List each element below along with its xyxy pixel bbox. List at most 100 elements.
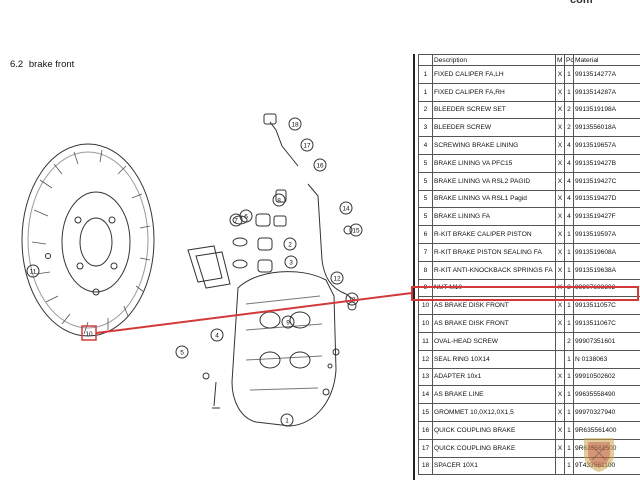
table-header-row: Description M Pc. Material xyxy=(418,54,640,66)
row-m: X xyxy=(555,420,565,440)
row-description: GROMMET 10,0X12,0X1,5 xyxy=(432,403,556,422)
row-pc: 2 xyxy=(564,331,574,351)
row-number: 18 xyxy=(418,456,433,476)
row-m xyxy=(555,331,565,351)
row-m: X xyxy=(555,118,565,138)
callout-15-label: 15 xyxy=(352,228,360,235)
col-header-description: Description xyxy=(432,54,556,66)
callout-5 xyxy=(175,345,189,359)
row-pc: 1 xyxy=(564,438,574,458)
callout-15 xyxy=(349,223,363,237)
row-description: BLEEDER SCREW xyxy=(432,118,556,138)
row-material: 9913514277A xyxy=(573,65,640,84)
row-material: 9913514287A xyxy=(573,82,640,102)
row-material: 99970327940 xyxy=(573,403,640,422)
callout-16-label: 16 xyxy=(316,163,324,170)
top-text-fragment: com xyxy=(570,0,593,6)
row-description: AS BRAKE DISK FRONT xyxy=(432,314,556,333)
callout-12 xyxy=(330,271,344,285)
row-m: X xyxy=(555,296,565,316)
row-pc: 1 xyxy=(564,296,574,316)
row-m: X xyxy=(555,207,565,227)
row-description: QUICK COUPLING BRAKE xyxy=(432,420,556,440)
row-number: 7 xyxy=(418,242,433,262)
row-number: 4 xyxy=(418,136,433,155)
row-number: 11 xyxy=(418,331,433,351)
row-number: 10 xyxy=(418,296,433,316)
row-material: 9913519427D xyxy=(573,189,640,209)
row-pc: 4 xyxy=(564,153,574,173)
callout-3-label: 3 xyxy=(289,260,293,267)
row-pc: 2 xyxy=(564,278,574,298)
row-material: 9913519638A xyxy=(573,260,640,280)
row-material: 9913519427C xyxy=(573,171,640,191)
row-m: X xyxy=(555,82,565,102)
row-material: 9913519427B xyxy=(573,153,640,173)
row-description: BRAKE LINING VA PFC15 xyxy=(432,153,556,173)
row-m: X xyxy=(555,385,565,405)
row-material: 9913511067C xyxy=(573,314,640,333)
row-m: X xyxy=(555,403,565,422)
callout-8-label: 8 xyxy=(277,198,281,205)
row-number: 5 xyxy=(418,189,433,209)
col-header-m: M xyxy=(555,54,565,66)
row-m: X xyxy=(555,367,565,387)
callout-2 xyxy=(283,237,297,251)
row-pc: 1 xyxy=(564,314,574,333)
callout-14 xyxy=(339,201,353,215)
col-header-number xyxy=(418,54,433,66)
row-material: 9913519657A xyxy=(573,136,640,155)
row-pc: 1 xyxy=(564,260,574,280)
row-m: X xyxy=(555,314,565,333)
exploded-diagram: 18 17 16 15 14 13 12 11 9 8 7 6 5 xyxy=(0,70,412,480)
row-m: X xyxy=(555,225,565,244)
row-m: X xyxy=(555,242,565,262)
row-description: R-KIT BRAKE PISTON SEALING FA xyxy=(432,242,556,262)
row-description: AS BRAKE LINE xyxy=(432,385,556,405)
row-number: 13 xyxy=(418,367,433,387)
row-pc: 4 xyxy=(564,207,574,227)
row-description: QUICK COUPLING BRAKE xyxy=(432,438,556,458)
brake-disc xyxy=(21,143,155,337)
callout-13-label: 13 xyxy=(348,297,356,304)
row-number: 5 xyxy=(418,171,433,191)
row-number: 3 xyxy=(418,118,433,138)
callout-18 xyxy=(288,117,302,131)
callout-1 xyxy=(280,413,294,427)
row-number: 1 xyxy=(418,82,433,102)
row-number: 2 xyxy=(418,100,433,120)
row-description: ADAPTER 10x1 xyxy=(432,367,556,387)
row-m: X xyxy=(555,260,565,280)
section-title: 6.2 brake front xyxy=(10,59,74,70)
row-pc: 1 xyxy=(564,242,574,262)
row-pc: 2 xyxy=(564,100,574,120)
row-pc: 1 xyxy=(564,367,574,387)
row-description: R-KIT ANTI-KNOCKBACK SPRINGS FA xyxy=(432,260,556,280)
row-material: 99635558490 xyxy=(573,385,640,405)
callout-1-label: 1 xyxy=(285,418,289,425)
row-description: AS BRAKE DISK FRONT xyxy=(432,296,556,316)
row-m: X xyxy=(555,278,565,298)
row-material: N 0138063 xyxy=(573,349,640,369)
